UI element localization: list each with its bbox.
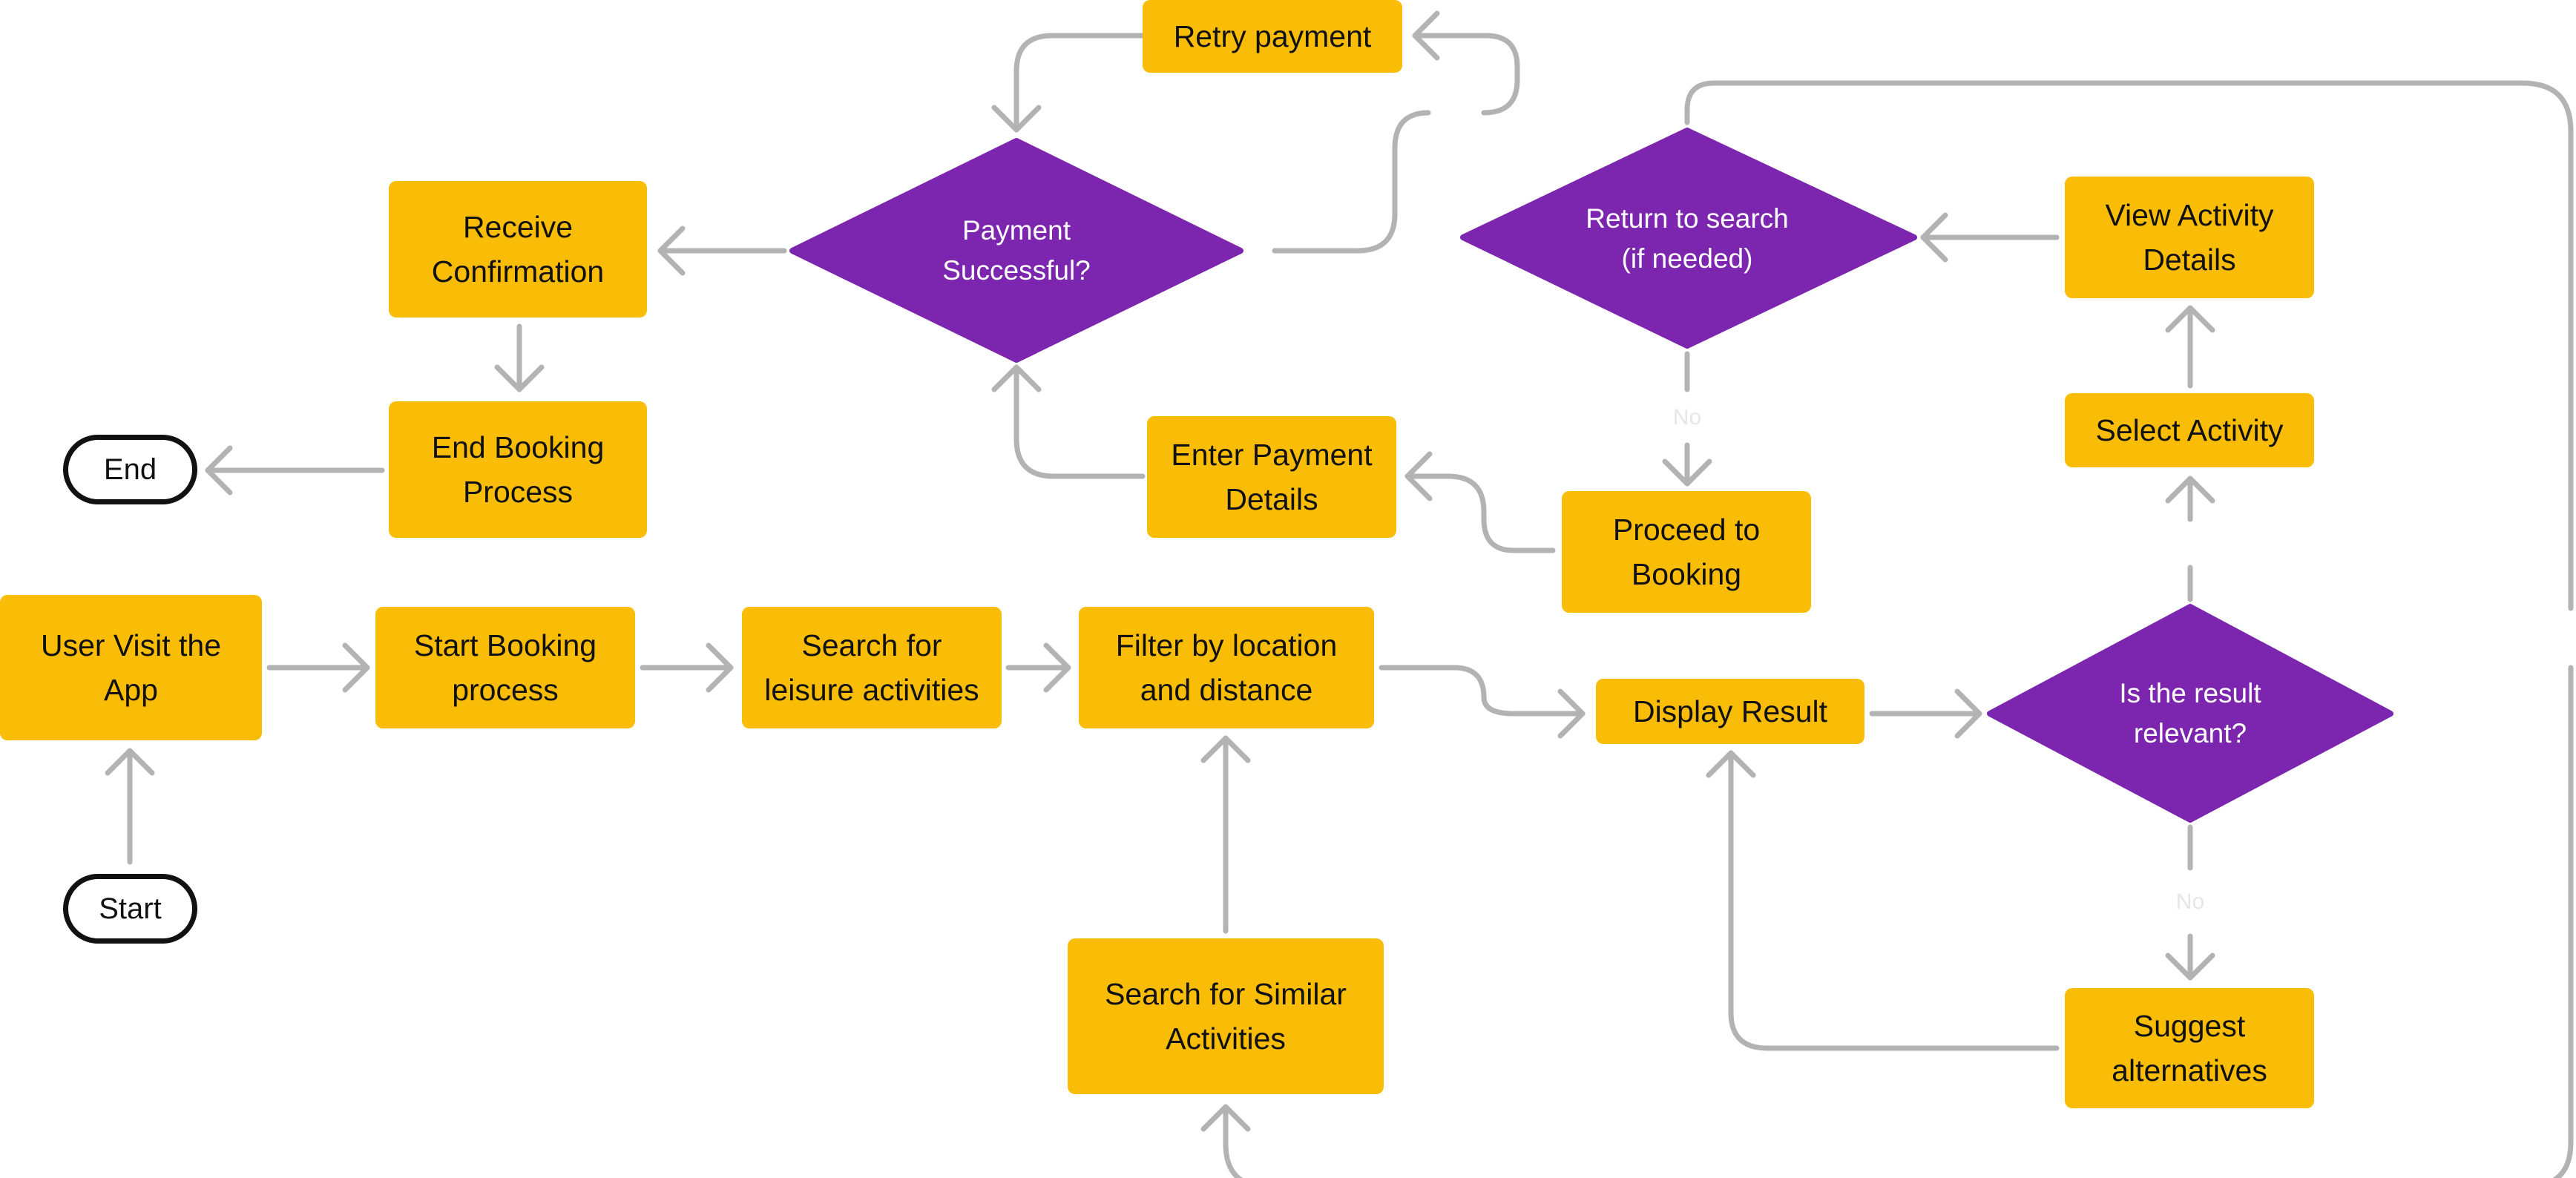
decision-payment-label-wrap[interactable]: Payment Successful?: [868, 200, 1165, 301]
edge-retry-to-decision: [1013, 33, 1146, 133]
search-similar-label: Search for Similar Activities: [1105, 977, 1347, 1056]
process-enter-payment[interactable]: Enter Payment Details: [1147, 416, 1396, 538]
decision-relevant-label: Is the result relevant?: [2119, 678, 2261, 748]
decision-return-label-wrap[interactable]: Return to search (if needed): [1539, 188, 1836, 289]
user-visit-label: User Visit the App: [40, 628, 222, 707]
arrowhead: [1706, 750, 1756, 778]
search-leisure-label: Search for leisure activities: [764, 628, 979, 707]
arrowhead: [1043, 642, 1071, 693]
process-retry-payment[interactable]: Retry payment: [1143, 0, 1402, 73]
process-display-result[interactable]: Display Result: [1596, 679, 1864, 744]
start-label: Start: [99, 892, 162, 925]
arrowhead: [1200, 735, 1251, 763]
receive-confirmation-label: Receive Confirmation: [431, 210, 605, 289]
retry-payment-label: Retry payment: [1173, 19, 1372, 53]
edge-decision-to-retry-2: [1412, 33, 1520, 116]
process-receive-confirmation[interactable]: Receive Confirmation: [389, 181, 647, 317]
arrowhead: [1200, 1104, 1251, 1132]
suggest-alternatives-label: Suggest alternatives: [2112, 1009, 2267, 1087]
arrowhead: [991, 105, 1042, 133]
decision-relevant-diamond: [1987, 604, 2393, 823]
edge-proceed-to-payment: [1404, 473, 1556, 553]
edge-payment-to-decision: [1013, 364, 1146, 479]
process-suggest-alternatives[interactable]: Suggest alternatives: [2065, 988, 2314, 1108]
process-search-leisure[interactable]: Search for leisure activities: [742, 607, 1002, 728]
arrowhead: [205, 445, 233, 496]
decision-return-diamond: [1460, 128, 1917, 349]
edge-return-to-similar-loop-2: [1223, 665, 2574, 1178]
process-user-visit[interactable]: User Visit the App: [0, 595, 262, 740]
end-booking-label: End Booking Process: [431, 430, 605, 509]
arrowhead: [494, 364, 545, 392]
arrowhead: [657, 226, 686, 276]
process-view-activity-details[interactable]: View Activity Details: [2065, 177, 2314, 298]
enter-payment-label: Enter Payment Details: [1171, 438, 1373, 516]
decision-return-label: Return to search (if needed): [1586, 203, 1789, 274]
arrowhead: [342, 642, 370, 693]
process-start-booking[interactable]: Start Booking process: [375, 607, 635, 728]
arrowhead: [1557, 688, 1586, 739]
arrowhead: [1404, 451, 1433, 501]
edge-filter-to-display: [1379, 665, 1586, 717]
arrowhead: [2165, 952, 2215, 981]
arrowhead: [105, 748, 155, 776]
end-terminal[interactable]: End: [63, 435, 197, 504]
process-search-similar[interactable]: Search for Similar Activities: [1068, 938, 1384, 1094]
decision-payment-label: Payment Successful?: [942, 215, 1091, 286]
arrowhead: [1920, 212, 1948, 263]
process-filter-location[interactable]: Filter by location and distance: [1079, 607, 1374, 728]
arrowhead: [1412, 10, 1440, 61]
arrowhead: [2165, 476, 2215, 504]
decision-relevant-label-wrap[interactable]: Is the result relevant?: [2042, 663, 2339, 764]
arrowhead: [706, 642, 734, 693]
select-activity-label: Select Activity: [2095, 413, 2284, 447]
process-select-activity[interactable]: Select Activity: [2065, 393, 2314, 467]
edge-decision-to-retry: [1272, 110, 1431, 254]
view-activity-details-label: View Activity Details: [2105, 198, 2274, 277]
display-result-label: Display Result: [1632, 694, 1828, 728]
edge-return-to-similar-loop: [1684, 80, 2574, 611]
arrowhead: [2165, 305, 2215, 333]
edge-label-return-no: No: [1668, 405, 1706, 430]
edge-label-relevant-no: No: [2171, 889, 2209, 915]
filter-location-label: Filter by location and distance: [1115, 628, 1338, 707]
arrowhead: [991, 364, 1042, 392]
decision-payment-diamond: [789, 138, 1243, 363]
edge-suggest-to-display: [1728, 750, 2060, 1051]
process-end-booking[interactable]: End Booking Process: [389, 401, 647, 538]
start-terminal[interactable]: Start: [63, 874, 197, 944]
process-proceed-booking[interactable]: Proceed to Booking: [1562, 491, 1811, 613]
arrowhead: [1954, 688, 1982, 739]
start-booking-label: Start Booking process: [413, 628, 597, 707]
end-label: End: [103, 453, 157, 486]
proceed-booking-label: Proceed to Booking: [1612, 513, 1761, 591]
arrowhead: [1662, 458, 1712, 487]
